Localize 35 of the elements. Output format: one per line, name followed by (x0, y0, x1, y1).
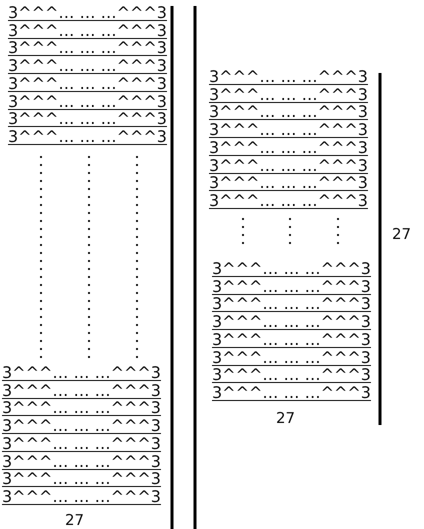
count-label: 27 (276, 410, 296, 427)
count-label: 27 (392, 226, 412, 243)
formula-line: 3^^^… … …^^^3 (209, 121, 368, 138)
formula-line: 3^^^… … …^^^3 (209, 192, 368, 209)
formula-line: 3^^^… … …^^^3 (2, 399, 161, 416)
formula-line: 3^^^… … …^^^3 (8, 74, 167, 92)
formula-line: 3^^^… … …^^^3 (8, 22, 167, 39)
formula-line: 3^^^… … …^^^3 (212, 348, 371, 366)
formula-line: 3^^^… … …^^^3 (2, 364, 161, 381)
count-label: 27 (65, 512, 84, 529)
formula-line: 3^^^… … …^^^3 (209, 103, 368, 120)
formula-line: 3^^^… … …^^^3 (2, 452, 161, 470)
formula-line: 3^^^… … …^^^3 (212, 278, 371, 295)
formula-line: 3^^^… … …^^^3 (8, 110, 167, 128)
formula-line: 3^^^… … …^^^3 (2, 434, 161, 452)
formula-line: 3^^^… … …^^^3 (2, 417, 161, 434)
formula-line: 3^^^… … …^^^3 (8, 128, 167, 145)
formula-line: 3^^^… … …^^^3 (212, 260, 371, 277)
formula-line: 3^^^… … …^^^3 (212, 313, 371, 330)
formula-line: 3^^^… … …^^^3 (8, 92, 167, 110)
formula-line: 3^^^… … …^^^3 (209, 86, 368, 103)
formula-line: 3^^^… … …^^^3 (2, 382, 161, 399)
formula-line: 3^^^… … …^^^3 (212, 330, 371, 348)
formula-line: 3^^^… … …^^^3 (209, 174, 368, 192)
formula-line: 3^^^… … …^^^3 (209, 68, 368, 85)
formula-line: 3^^^… … …^^^3 (209, 138, 368, 156)
formula-line: 3^^^… … …^^^3 (209, 156, 368, 174)
formula-line: 3^^^… … …^^^3 (212, 295, 371, 312)
formula-line: 3^^^… … …^^^3 (2, 470, 161, 488)
formula-line: 3^^^… … …^^^3 (8, 57, 167, 74)
formula-line: 3^^^… … …^^^3 (8, 4, 167, 21)
formula-line: 3^^^… … …^^^3 (2, 488, 161, 505)
formula-line: 3^^^… … …^^^3 (212, 384, 371, 401)
formula-line: 3^^^… … …^^^3 (8, 39, 167, 56)
formula-line: 3^^^… … …^^^3 (212, 366, 371, 384)
